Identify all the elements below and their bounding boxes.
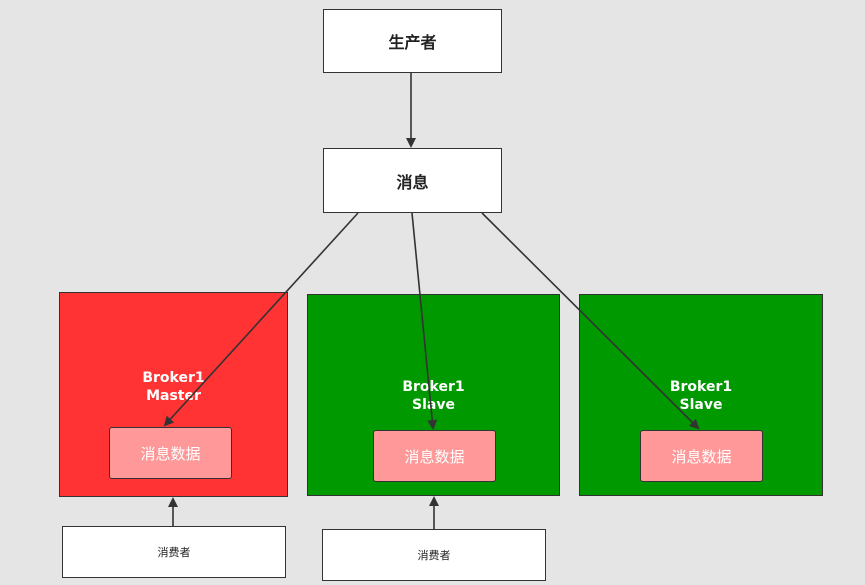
consumer-node-2: 消费者: [322, 529, 546, 581]
broker-master-name: Broker1: [142, 370, 205, 386]
broker-slave-1-data-label: 消息数据: [404, 447, 465, 466]
broker-slave-1-title: Broker1 Slave: [308, 378, 559, 414]
broker-slave-node-2: Broker1 Slave 消息数据: [579, 294, 823, 496]
message-label: 消息: [396, 172, 429, 192]
broker-master-data-label: 消息数据: [140, 444, 201, 463]
broker-slave-1-name: Broker1: [402, 379, 465, 395]
broker-slave-1-role: Slave: [412, 397, 455, 413]
broker-slave-2-role: Slave: [679, 397, 723, 413]
broker-slave-1-data-box: 消息数据: [373, 430, 496, 482]
broker-slave-2-title: Broker1 Slave: [580, 378, 822, 414]
message-node: 消息: [323, 148, 502, 213]
broker-slave-2-data-box: 消息数据: [640, 430, 763, 482]
producer-label: 生产者: [388, 33, 437, 52]
consumer-node-1: 消费者: [62, 526, 286, 578]
broker-slave-2-data-label: 消息数据: [671, 447, 732, 466]
producer-node: 生产者: [323, 9, 502, 73]
consumer-1-label: 消费者: [157, 546, 191, 559]
broker-master-title: Broker1 Master: [60, 369, 287, 405]
broker-slave-node-1: Broker1 Slave 消息数据: [307, 294, 560, 496]
broker-master-data-box: 消息数据: [109, 427, 232, 479]
broker-master-role: Master: [146, 388, 201, 404]
broker-slave-2-name: Broker1: [669, 379, 733, 395]
broker-master-node: Broker1 Master 消息数据: [59, 292, 288, 497]
consumer-2-label: 消费者: [417, 549, 451, 562]
